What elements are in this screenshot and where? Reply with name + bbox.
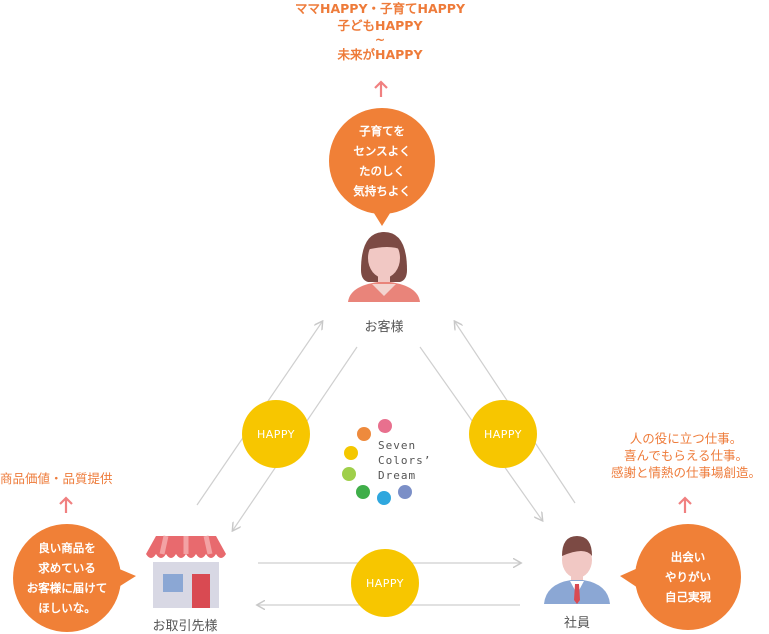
up-arrow-icon	[374, 80, 388, 97]
top-message-line3: ~	[374, 32, 386, 47]
logo-line1: Seven	[378, 439, 417, 452]
staff-message-line3: 感謝と情熱の仕事場創造。	[610, 465, 761, 480]
staff-bubble-text: 出会い やりがい 自己実現	[665, 550, 711, 604]
customer-speech-bubble: 子育てを センスよく たのしく 気持ちよく	[329, 108, 435, 214]
staff-message: 人の役に立つ仕事。 喜んでもらえる仕事。 感謝と情熱の仕事場創造。	[596, 430, 769, 481]
up-arrow-icon	[678, 496, 692, 513]
up-arrow-icon	[59, 496, 73, 513]
logo-line3: Dream	[378, 469, 417, 482]
logo-line2: Colors’	[378, 454, 432, 467]
partner-message: 商品価値・品質提供	[0, 471, 113, 486]
staff-message-line1: 人の役に立つ仕事。	[629, 431, 743, 446]
happy-circle-right: HAPPY	[469, 400, 537, 468]
happy-circle-bottom: HAPPY	[351, 549, 419, 617]
happy-circle-left: HAPPY	[242, 400, 310, 468]
partner-bubble-text: 良い商品を 求めている お客様に届けて ほしいな。	[26, 541, 108, 615]
customer-label: お客様	[364, 320, 404, 335]
top-message: ママHAPPY・子育てHAPPY 子どもHAPPY ~ 未来がHAPPY	[230, 0, 530, 63]
partner-label: お取引先様	[152, 619, 218, 634]
top-message-line4: 未来がHAPPY	[337, 47, 423, 62]
staff-speech-bubble: 出会い やりがい 自己実現	[635, 524, 741, 630]
top-message-line2: 子どもHAPPY	[337, 18, 423, 33]
partner-speech-bubble: 良い商品を 求めている お客様に届けて ほしいな。	[13, 524, 121, 632]
staff-label: 社員	[563, 616, 590, 631]
logo-text: Seven Colors’ Dream	[378, 438, 431, 483]
customer-bubble-text: 子育てを センスよく たのしく 気持ちよく	[353, 124, 411, 198]
top-message-line1: ママHAPPY・子育てHAPPY	[294, 1, 466, 16]
staff-message-line2: 喜んでもらえる仕事。	[623, 448, 748, 463]
